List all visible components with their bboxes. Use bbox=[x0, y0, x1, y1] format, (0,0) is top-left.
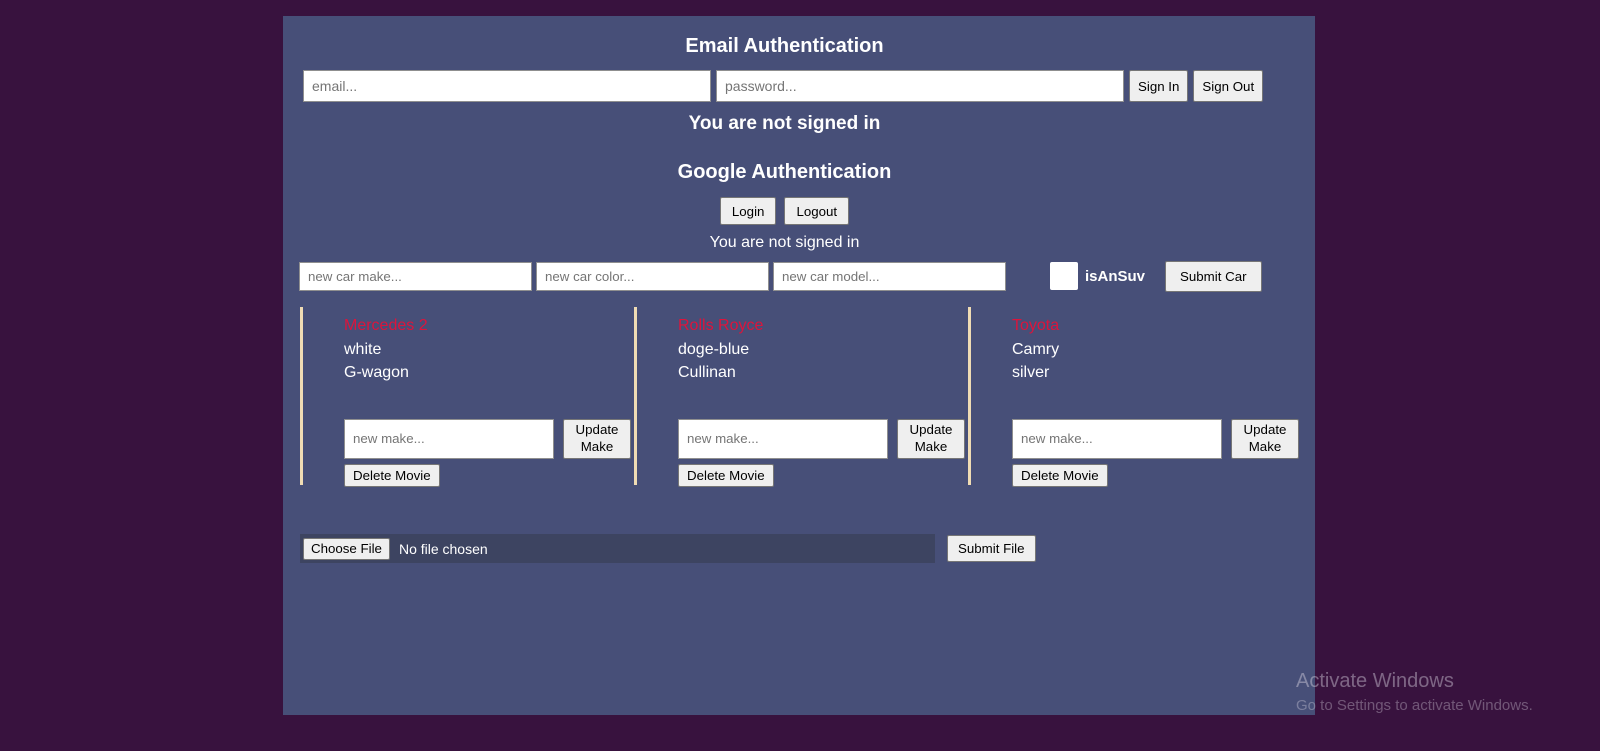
new-make-input[interactable] bbox=[344, 418, 554, 459]
new-make-input[interactable] bbox=[1012, 418, 1222, 459]
activate-windows-watermark: Activate Windows Go to Settings to activ… bbox=[1296, 670, 1533, 714]
is-an-suv-checkbox[interactable] bbox=[1050, 262, 1078, 290]
delete-movie-button[interactable]: Delete Movie bbox=[344, 463, 440, 487]
car-color: Camry bbox=[1012, 340, 1060, 358]
submit-car-button[interactable]: Submit Car bbox=[1165, 260, 1262, 292]
car-model: silver bbox=[1012, 364, 1050, 381]
car-make: Mercedes 2 bbox=[344, 317, 428, 334]
new-car-model-input[interactable] bbox=[773, 261, 1006, 291]
file-upload-form: Choose File No file chosen Submit File bbox=[300, 534, 1315, 563]
car-card: Toyota Camry silver Update Make Delete M… bbox=[968, 307, 1302, 487]
email-input[interactable] bbox=[303, 70, 711, 102]
car-card: Mercedes 2 white G-wagon Update Make Del… bbox=[300, 307, 634, 487]
google-auth-buttons: Login Logout bbox=[283, 197, 1286, 225]
email-auth-title: Email Authentication bbox=[685, 35, 884, 57]
update-make-button[interactable]: Update Make bbox=[1231, 418, 1299, 459]
car-card: Rolls Royce doge-blue Cullinan Update Ma… bbox=[634, 307, 968, 487]
new-car-make-input[interactable] bbox=[299, 261, 532, 291]
google-auth-status: You are not signed in bbox=[709, 234, 860, 251]
password-input[interactable] bbox=[716, 70, 1124, 102]
delete-movie-button[interactable]: Delete Movie bbox=[678, 463, 774, 487]
app-panel: Email Authentication Sign In Sign Out Yo… bbox=[283, 16, 1315, 715]
update-make-button[interactable]: Update Make bbox=[897, 418, 965, 459]
update-make-row: Update Make bbox=[1012, 418, 1302, 459]
email-auth-form: Sign In Sign Out bbox=[303, 70, 1315, 102]
car-color: white bbox=[344, 340, 382, 358]
car-model: Cullinan bbox=[678, 364, 736, 381]
submit-file-button[interactable]: Submit File bbox=[947, 535, 1036, 562]
file-input[interactable]: Choose File No file chosen bbox=[300, 534, 935, 563]
car-make: Toyota bbox=[1012, 317, 1060, 334]
logout-button[interactable]: Logout bbox=[784, 197, 850, 225]
car-make: Rolls Royce bbox=[678, 317, 764, 334]
car-model: G-wagon bbox=[344, 364, 409, 381]
new-make-input[interactable] bbox=[678, 418, 888, 459]
new-car-color-input[interactable] bbox=[536, 261, 769, 291]
choose-file-button[interactable]: Choose File bbox=[303, 537, 390, 560]
car-list: Mercedes 2 white G-wagon Update Make Del… bbox=[300, 307, 1315, 487]
watermark-line1: Activate Windows bbox=[1296, 670, 1454, 692]
update-make-row: Update Make bbox=[344, 418, 634, 459]
new-car-form: isAnSuv Submit Car bbox=[299, 260, 1315, 292]
watermark-line2: Go to Settings to activate Windows. bbox=[1296, 697, 1533, 714]
sign-in-button[interactable]: Sign In bbox=[1129, 70, 1189, 102]
is-an-suv-label: isAnSuv bbox=[1085, 267, 1146, 285]
update-make-row: Update Make bbox=[678, 418, 968, 459]
email-auth-status: You are not signed in bbox=[688, 113, 881, 134]
google-auth-title: Google Authentication bbox=[677, 161, 892, 183]
delete-movie-button[interactable]: Delete Movie bbox=[1012, 463, 1108, 487]
sign-out-button[interactable]: Sign Out bbox=[1193, 70, 1264, 102]
login-button[interactable]: Login bbox=[719, 197, 777, 225]
car-color: doge-blue bbox=[678, 340, 750, 358]
update-make-button[interactable]: Update Make bbox=[563, 418, 631, 459]
file-status-text: No file chosen bbox=[398, 540, 488, 557]
